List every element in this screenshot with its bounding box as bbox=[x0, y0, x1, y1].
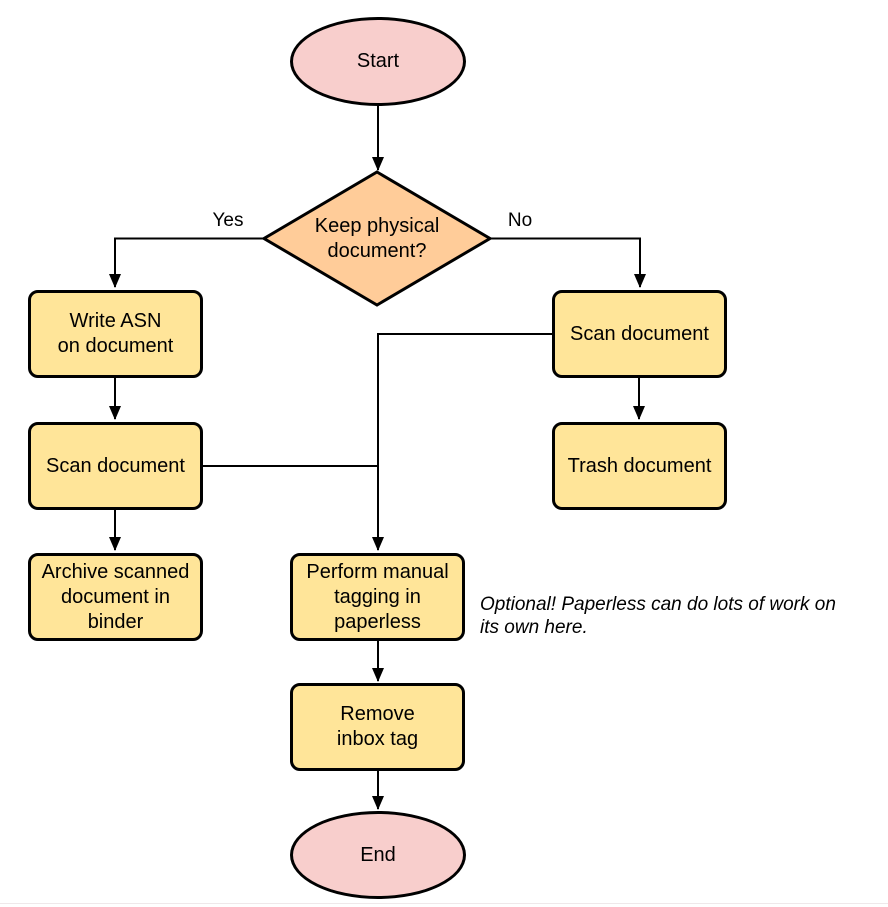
node-trash-document-label: Trash document bbox=[567, 454, 712, 477]
node-remove-inbox-tag: Remove inbox tag bbox=[290, 683, 465, 771]
node-end-label: End bbox=[360, 843, 396, 866]
node-write-asn-label: Write ASN on document bbox=[57, 310, 174, 357]
edge-decision-no-to-scan-right bbox=[490, 237, 646, 288]
edge-label-no: No bbox=[507, 210, 533, 231]
edge-label-yes: Yes bbox=[212, 210, 244, 231]
edge-scan-right-to-tagging bbox=[372, 333, 552, 551]
node-scan-document-left-label: Scan document bbox=[46, 454, 185, 477]
node-archive-binder: Archive scanned document in binder bbox=[28, 553, 203, 641]
decision-diamond-shape bbox=[261, 170, 493, 307]
node-manual-tagging-label: Perform manual tagging in paperless bbox=[306, 560, 449, 633]
node-archive-binder-label: Archive scanned document in binder bbox=[41, 560, 190, 633]
node-manual-tagging: Perform manual tagging in paperless bbox=[290, 553, 465, 641]
node-remove-inbox-tag-label: Remove inbox tag bbox=[336, 703, 419, 750]
node-scan-document-right: Scan document bbox=[552, 290, 727, 378]
node-decision-label: Keep physical document? bbox=[314, 214, 440, 262]
node-write-asn: Write ASN on document bbox=[28, 290, 203, 378]
node-start: Start bbox=[290, 17, 466, 106]
node-scan-document-right-label: Scan document bbox=[570, 322, 709, 345]
node-decision: Keep physical document? bbox=[277, 213, 477, 264]
node-scan-document-left: Scan document bbox=[28, 422, 203, 510]
node-start-label: Start bbox=[356, 50, 400, 72]
edge-decision-yes-to-write-asn bbox=[109, 237, 264, 288]
node-trash-document: Trash document bbox=[552, 422, 727, 510]
node-end: End bbox=[290, 811, 466, 899]
page-bottom-divider bbox=[0, 903, 888, 904]
optional-note: Optional! Paperless can do lots of work … bbox=[480, 594, 836, 638]
